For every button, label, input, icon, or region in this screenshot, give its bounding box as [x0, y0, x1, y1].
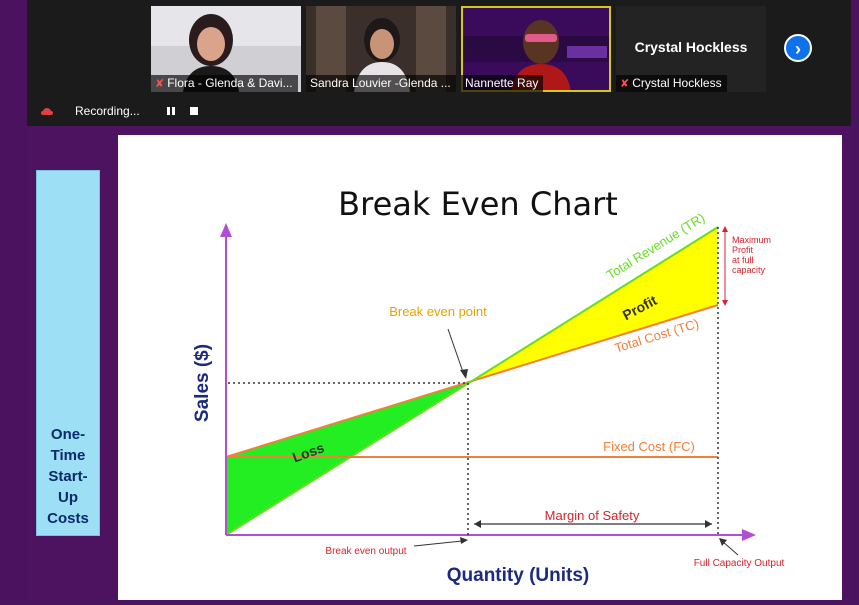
max-profit-label-line: Profit — [732, 245, 754, 255]
break-even-output-pointer — [413, 540, 463, 547]
max-profit-label-line: at full — [732, 255, 754, 265]
max-profit-label-line: capacity — [732, 265, 766, 275]
break-even-output-label: Break even output — [325, 546, 406, 557]
break-even-point-pointer-head — [460, 369, 468, 379]
participant-name-label: Crystal Hockless — [632, 76, 722, 90]
mic-muted-icon: ✘ — [620, 78, 630, 90]
total-revenue-line — [225, 226, 719, 536]
startup-costs-label: One- Time Start- Up Costs — [47, 426, 89, 527]
participant-name-label: Sandra Louvier -Glenda ... — [310, 76, 451, 90]
x-axis-label: Quantity (Units) — [447, 565, 590, 586]
chevron-right-icon: › — [795, 39, 801, 59]
participant-strip: ✘Flora - Glenda & Davi... Sandra Louvier… — [27, 0, 851, 96]
participant-display-name: Crystal Hockless — [634, 39, 748, 55]
participant-name: Sandra Louvier -Glenda ... — [306, 75, 456, 92]
participant-name: Nannette Ray — [461, 75, 544, 92]
meeting-frame-edge — [0, 0, 27, 600]
participant-name-label: Flora - Glenda & Davi... — [167, 76, 293, 90]
y-axis-label: Sales ($) — [192, 344, 213, 422]
recording-label: Recording... — [75, 104, 140, 118]
break-even-chart: Break Even Chart Sales ($) Quantity (Uni… — [192, 185, 785, 586]
participant-tile[interactable]: ✘Flora - Glenda & Davi... — [151, 6, 301, 92]
break-even-point-label: Break even point — [389, 304, 487, 319]
margin-of-safety-label: Margin of Safety — [545, 508, 640, 523]
fixed-cost-label: Fixed Cost (FC) — [603, 439, 695, 454]
recording-bar: Recording... — [27, 96, 851, 126]
mic-muted-icon: ✘ — [155, 78, 165, 90]
startup-costs-box: One- Time Start- Up Costs — [36, 170, 100, 536]
break-even-point-pointer — [447, 328, 465, 376]
participant-tile-active[interactable]: Nannette Ray — [461, 6, 611, 92]
pause-icon[interactable] — [166, 105, 176, 117]
break-even-output-pointer-head — [460, 537, 468, 544]
full-capacity-pointer — [721, 540, 739, 556]
participant-name: ✘Crystal Hockless — [616, 75, 727, 92]
max-profit-arrow-bottom — [722, 300, 728, 306]
full-capacity-pointer-head — [719, 538, 727, 546]
stop-icon[interactable] — [189, 105, 199, 117]
next-participants-button[interactable]: › — [784, 34, 812, 62]
participant-tile[interactable]: Crystal Hockless ✘Crystal Hockless — [616, 6, 766, 92]
meeting-frame-edge — [851, 0, 859, 600]
margin-arrow-right-head — [705, 520, 712, 528]
chart-title: Break Even Chart — [338, 185, 618, 223]
full-capacity-output-label: Full Capacity Output — [694, 558, 785, 569]
recording-indicator: Recording... — [35, 101, 198, 123]
participant-tile[interactable]: Sandra Louvier -Glenda ... — [306, 6, 456, 92]
y-axis-arrow — [220, 223, 232, 237]
participant-name-label: Nannette Ray — [465, 76, 539, 90]
max-profit-arrow-top — [722, 226, 728, 232]
max-profit-label-line: Maximum — [732, 235, 771, 245]
break-even-slide: Break Even Chart Sales ($) Quantity (Uni… — [118, 135, 842, 600]
cloud-record-icon — [41, 108, 53, 115]
margin-arrow-left-head — [474, 520, 481, 528]
participant-name: ✘Flora - Glenda & Davi... — [151, 75, 298, 92]
x-axis-arrow — [742, 529, 756, 541]
